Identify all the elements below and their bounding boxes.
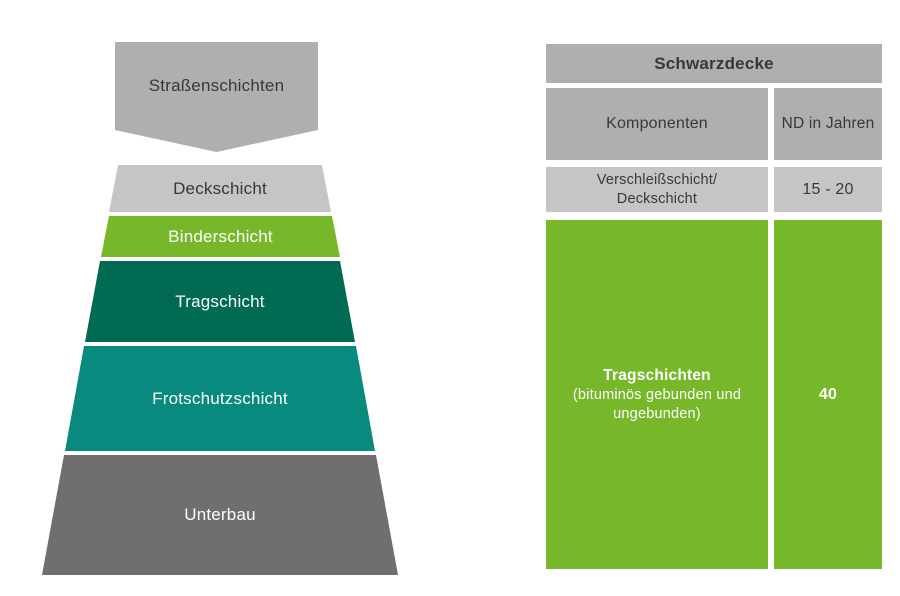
funnel-layer-label: Tragschicht xyxy=(175,291,265,311)
funnel-layer-label: Frotschutzschicht xyxy=(152,388,288,408)
table-cell-verschleissschicht-deckschicht: Verschleißschicht/ Deckschicht xyxy=(546,167,768,212)
funnel-layer-deckschicht: Deckschicht xyxy=(109,165,331,212)
table-cell-value: 15 - 20 xyxy=(802,180,854,198)
table-col-header-nd-in-jahren: ND in Jahren xyxy=(774,88,882,160)
funnel-layer-tragschicht: Tragschicht xyxy=(85,261,355,342)
funnel-banner-label: Straßenschichten xyxy=(148,76,285,95)
col-header-label: Komponenten xyxy=(606,115,708,132)
table-cell-line1: Verschleißschicht/ xyxy=(596,172,718,189)
funnel-layer-label: Unterbau xyxy=(184,505,256,524)
funnel-layer-binderschicht: Binderschicht xyxy=(101,216,340,257)
table-cell-line2: Deckschicht xyxy=(616,190,698,207)
funnel-banner-strassenschichten: Straßenschichten xyxy=(115,42,318,152)
table-cell-title: Tragschichten xyxy=(603,366,711,384)
table-title-label: Schwarzdecke xyxy=(654,53,774,73)
funnel-layer-label: Binderschicht xyxy=(168,226,273,246)
table-cell-tragschichten: Tragschichten (bituminös gebunden und un… xyxy=(546,220,768,569)
funnel-layer-unterbau: Unterbau xyxy=(42,455,398,575)
funnel-layer-label: Deckschicht xyxy=(173,178,267,198)
table-title-schwarzdecke: Schwarzdecke xyxy=(546,44,882,83)
table-col-header-komponenten: Komponenten xyxy=(546,88,768,160)
table-cell-nd-15-20: 15 - 20 xyxy=(774,167,882,212)
table-cell-value: 40 xyxy=(818,385,838,403)
table-cell-text: Verschleißschicht/ Deckschicht xyxy=(597,171,717,207)
table-cell-subtitle: (bituminös gebunden und ungebunden) xyxy=(572,386,742,422)
funnel-layer-frotschutzschicht: Frotschutzschicht xyxy=(65,346,375,451)
col-header-label: ND in Jahren xyxy=(781,115,875,132)
table-cell-nd-40: 40 xyxy=(774,220,882,569)
